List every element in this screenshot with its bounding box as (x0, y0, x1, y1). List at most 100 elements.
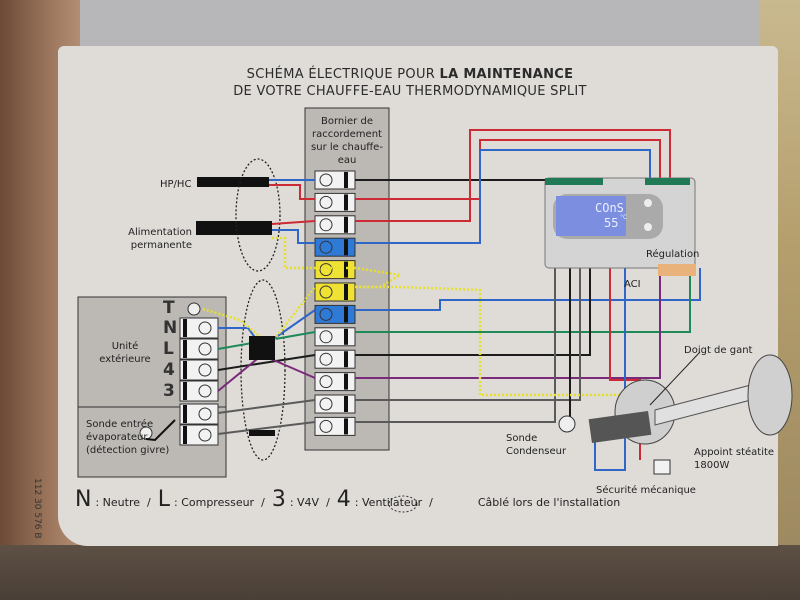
wire-11 (355, 268, 581, 401)
bornier-bar-6 (344, 284, 348, 300)
up-button[interactable] (644, 199, 652, 207)
wire-ue-3 (217, 353, 316, 392)
notebook-page (80, 0, 760, 50)
securite-mecanique-label: Sécurité mécanique (596, 485, 696, 496)
bornier-terminal-10 (314, 372, 356, 392)
bornier-bar-3 (344, 216, 348, 233)
securite-mecanique-box (653, 459, 671, 475)
legend-l-key: L (157, 487, 170, 512)
wire-sonde-2 (217, 421, 316, 435)
wire-sonde-1 (217, 399, 316, 414)
ue-letter-L: L (163, 339, 174, 359)
bornier-screw-1 (319, 173, 333, 187)
bornier-terminal-2 (314, 192, 356, 212)
down-button[interactable] (644, 223, 652, 231)
legend-dashed-value: Câblé lors de l'installation (477, 496, 621, 509)
wire-alim-blue (272, 229, 315, 244)
ue-letter-N: N (163, 318, 178, 338)
bornier-screw-2 (319, 195, 333, 209)
legend-3-value: : V4V (289, 496, 320, 509)
wire-9 (355, 268, 591, 356)
doigt-de-gant-pointer (649, 351, 701, 406)
wire-3 (355, 129, 671, 222)
bornier-screw-9 (319, 352, 333, 366)
wire-7 (355, 268, 701, 311)
ue-bar-2 (183, 340, 187, 358)
sonde-condenseur-label: Sonde Condenseur (506, 433, 567, 457)
ue-letter-4: 4 (163, 360, 175, 380)
bornier-terminal-9 (314, 349, 356, 369)
ue-bar-5 (183, 405, 187, 423)
bornier-screw-10 (319, 375, 333, 389)
page-code: 112 30 576 B (32, 478, 42, 539)
wire-4 (355, 149, 651, 244)
legend-n-value: : Neutre (95, 496, 141, 509)
wire-junction (249, 336, 275, 360)
bornier-bar-10 (344, 373, 348, 390)
bornier-screw-7 (319, 307, 333, 321)
ue-letter-3: 3 (163, 381, 175, 401)
bornier-label: Bornier de raccordement sur le chauffe-e… (311, 116, 383, 166)
ue-screw-4 (198, 384, 212, 398)
bornier-screw-5 (319, 263, 333, 277)
bornier-terminal-5 (314, 260, 356, 280)
regulation-connector-right (645, 178, 690, 185)
alimentation-label: Alimentation permanente (128, 227, 192, 251)
bornier-terminal-6 (314, 282, 356, 302)
bornier-terminal-8 (314, 327, 356, 347)
bornier-screw-12 (319, 419, 333, 433)
sonde-wire (145, 419, 176, 442)
sonde-evaporateur-label: Sonde entrée évaporateur (détection givr… (86, 419, 170, 456)
legend-separator: / (429, 496, 433, 509)
bornier-terminal-11 (314, 394, 356, 414)
bornier-bar-2 (344, 194, 348, 211)
bornier-terminal-1 (314, 170, 356, 190)
regulation-label: Régulation (646, 249, 700, 260)
regulation-display (556, 196, 626, 236)
installation-ellipse-bottom (240, 279, 286, 461)
regulation-connector-left (545, 178, 603, 185)
hphc-label: HP/HC (160, 179, 192, 190)
hphc-cable (197, 177, 269, 187)
display-line1: COnS (595, 201, 624, 215)
aci-label: ACI (624, 279, 641, 290)
ue-screw-3 (198, 363, 212, 377)
ue-letter-T: T (163, 298, 175, 318)
display-unit: °C (620, 214, 628, 221)
wire-ue-4 (217, 354, 316, 371)
legend-separator: / (261, 496, 265, 509)
alimentation-cable (196, 221, 272, 235)
unite-exterieure-label: Unité extérieure (99, 341, 151, 365)
bornier-terminal-7 (314, 304, 356, 324)
legend-4-key: 4 (336, 487, 351, 512)
bornier-screw-6 (319, 285, 333, 299)
sonde-junction (249, 430, 275, 436)
wire-8 (355, 268, 691, 333)
ue-bar-4 (183, 382, 187, 400)
bornier-terminal-4 (314, 237, 356, 257)
wire-hphc-red (269, 184, 315, 200)
bornier-bar-5 (344, 261, 348, 278)
ue-screw-5 (198, 407, 212, 421)
ue-screw-6 (198, 428, 212, 442)
wire-12 (355, 268, 556, 423)
title-line1: SCHÉMA ÉLECTRIQUE POUR (246, 67, 440, 82)
bornier-screw-3 (319, 218, 333, 232)
bornier-bar-11 (344, 396, 348, 412)
ue-bar-6 (183, 426, 187, 444)
installation-ellipse-top (235, 158, 281, 272)
wire-10 (355, 268, 661, 379)
title-line2: DE VOTRE CHAUFFE-EAU THERMODYNAMIQUE SPL… (233, 84, 587, 99)
legend-4-value: : Ventilateur (354, 496, 423, 509)
legend-n-key: N (75, 487, 92, 512)
wire-2 (355, 139, 661, 200)
ue-screw-2 (198, 342, 212, 356)
bornier-bar-1 (344, 172, 348, 188)
legend-separator: / (147, 496, 151, 509)
bornier-terminal-12 (314, 416, 356, 436)
bornier-bar-7 (344, 306, 348, 323)
page-title: SCHÉMA ÉLECTRIQUE POUR LA MAINTENANCE DE… (200, 66, 620, 100)
display-line2: 55 (604, 216, 619, 230)
regulation-relay (658, 264, 696, 276)
wire-alim-red (271, 220, 316, 225)
